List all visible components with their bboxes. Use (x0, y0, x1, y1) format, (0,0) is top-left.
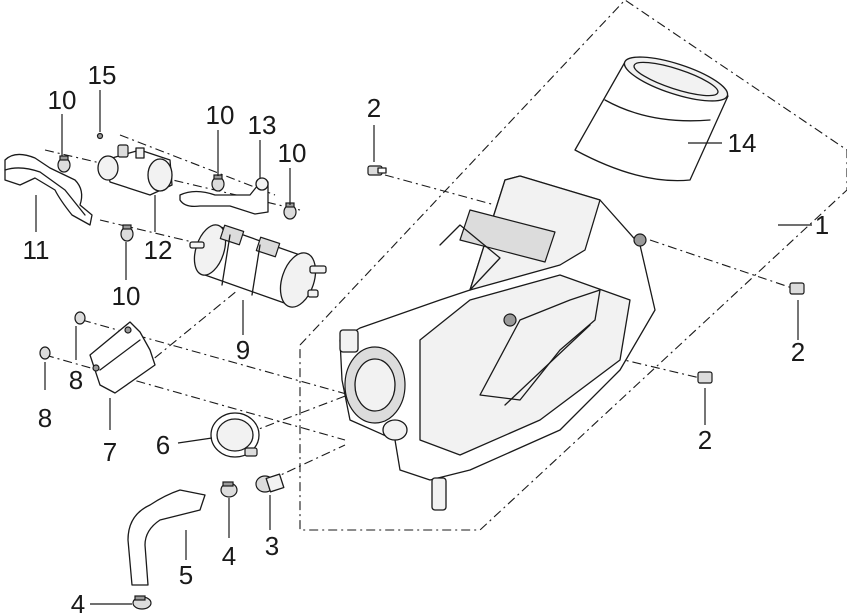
clamp-4-lower (132, 595, 152, 610)
part-3-fitting (255, 473, 285, 493)
callout-1: 1 (815, 210, 829, 240)
callout-7: 7 (103, 437, 117, 467)
part-4-clamps (132, 481, 238, 610)
callout-4-lower: 4 (71, 589, 85, 616)
clamp-b (120, 224, 134, 242)
clamp-c (211, 174, 225, 192)
callout-13: 13 (248, 110, 277, 140)
callout-14: 14 (728, 128, 757, 158)
clamp-a (57, 155, 71, 173)
part-8-grommets (39, 311, 86, 360)
callout-10-lower: 10 (112, 281, 141, 311)
part-7-bracket (89, 321, 156, 394)
leader-lines (35, 90, 812, 605)
part-12-valve (96, 132, 173, 196)
callout-4-upper: 4 (222, 541, 236, 571)
callout-2-lower: 2 (698, 425, 712, 455)
callout-8-upper: 8 (69, 365, 83, 395)
callout-5: 5 (179, 560, 193, 590)
part-13-hose (179, 177, 269, 215)
part-1-airbox-housing (339, 175, 656, 511)
bolt-right (789, 282, 805, 295)
part-14-filter-element (574, 56, 729, 182)
callout-15: 15 (88, 60, 117, 90)
callout-12: 12 (144, 235, 173, 265)
callout-6: 6 (156, 430, 170, 460)
callout-10-middle: 10 (206, 100, 235, 130)
callout-8-lower: 8 (38, 403, 52, 433)
part-2-bolts (367, 165, 805, 384)
part-5-drain-hose (127, 489, 206, 586)
part-6-clamp-band (210, 412, 260, 458)
callout-9: 9 (236, 335, 250, 365)
bolt-top (367, 165, 387, 176)
bolt-lower (697, 371, 713, 384)
callout-10-right: 10 (278, 138, 307, 168)
callout-labels: 1 2 2 2 3 4 4 5 6 7 8 8 9 10 10 10 10 11… (23, 60, 830, 616)
part-9-canister (189, 224, 327, 308)
part-11-hose (4, 153, 93, 226)
callout-2-right: 2 (791, 337, 805, 367)
clamp-4-upper (220, 481, 238, 498)
callout-3: 3 (265, 531, 279, 561)
callout-2-top: 2 (367, 93, 381, 123)
callout-11: 11 (23, 235, 50, 265)
callout-10-upper-left: 10 (48, 85, 77, 115)
clamp-d (283, 202, 297, 220)
